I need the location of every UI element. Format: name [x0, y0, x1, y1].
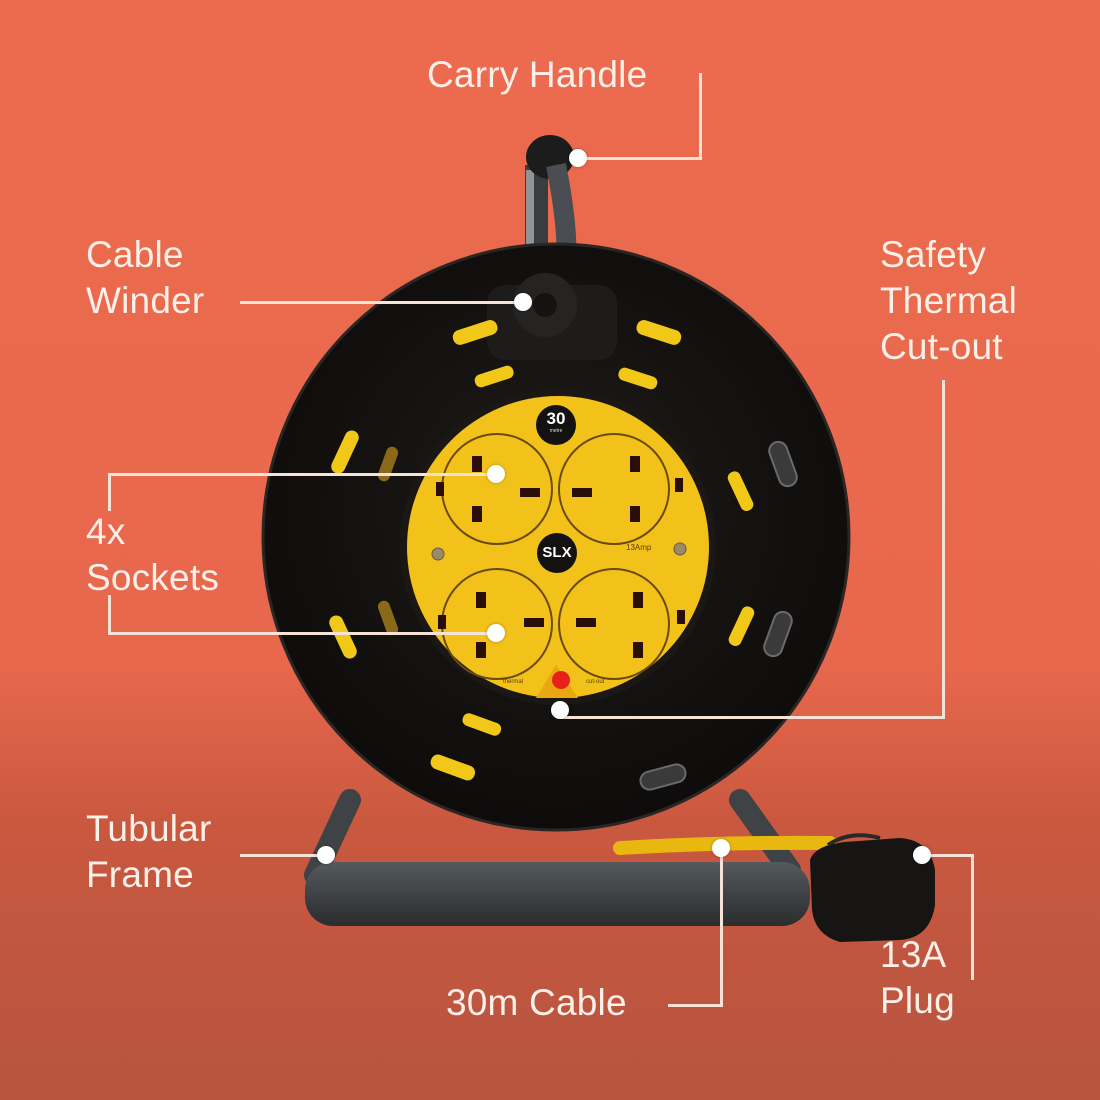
callout-safety-thermal: Safety Thermal Cut-out — [880, 234, 1018, 367]
callout-dot — [913, 846, 931, 864]
leader-line — [108, 473, 496, 476]
callout-carry-handle: Carry Handle — [427, 54, 648, 95]
callout-dot — [487, 465, 505, 483]
thermal-right-text: cut-out — [586, 679, 605, 685]
callout-dot — [514, 293, 532, 311]
callout-cable: 30m Cable — [446, 982, 627, 1023]
callout-tubular-frame: Tubular Frame — [86, 808, 212, 895]
leader-line — [240, 854, 326, 857]
thermal-left-text: thermal — [503, 679, 524, 685]
rating-text: 13Amp — [626, 543, 652, 552]
callout-dot — [712, 839, 730, 857]
callout-cable-winder: Cable Winder — [86, 234, 205, 321]
callout-plug: 13A Plug — [880, 934, 955, 1021]
leader-line — [699, 73, 702, 159]
leader-line — [108, 473, 111, 511]
socket-panel — [400, 389, 716, 705]
length-badge: 30 — [546, 409, 566, 428]
leader-line — [108, 595, 111, 635]
leader-line — [578, 157, 702, 160]
callout-dot — [487, 624, 505, 642]
leader-line — [720, 848, 723, 1007]
leader-line — [922, 854, 974, 857]
brand-badge: SLX — [542, 544, 572, 561]
callout-sockets: 4x Sockets — [86, 511, 220, 598]
leader-line — [971, 854, 974, 980]
leader-line — [560, 716, 945, 719]
callout-dot — [317, 846, 335, 864]
leader-line — [942, 380, 945, 718]
callout-dot — [551, 701, 569, 719]
leader-line — [108, 632, 496, 635]
leader-line — [240, 301, 522, 304]
leader-line — [668, 1004, 723, 1007]
callout-dot — [569, 149, 587, 167]
length-badge-unit: metre — [549, 428, 563, 434]
